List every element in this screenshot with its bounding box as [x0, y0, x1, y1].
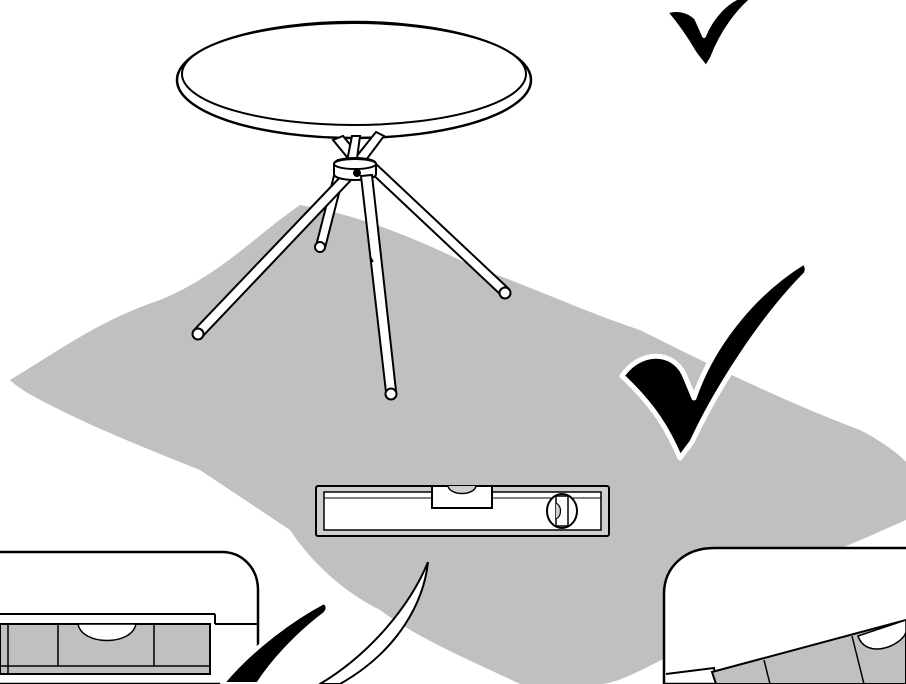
spirit-level — [315, 485, 610, 537]
level-bubble — [77, 623, 137, 642]
checkmark-icon — [664, 0, 755, 70]
table-hub — [333, 157, 377, 181]
level-bubble-centered-inset — [0, 550, 260, 684]
table-top-surface — [181, 22, 527, 126]
table — [175, 20, 533, 401]
callout-pointer — [318, 561, 429, 684]
level-bubble-tilted-inset — [662, 546, 906, 684]
checkmark-icon — [619, 259, 810, 461]
table-leg-front — [359, 173, 398, 401]
level-side-vial — [546, 493, 578, 529]
checkmark-icon — [220, 600, 330, 684]
